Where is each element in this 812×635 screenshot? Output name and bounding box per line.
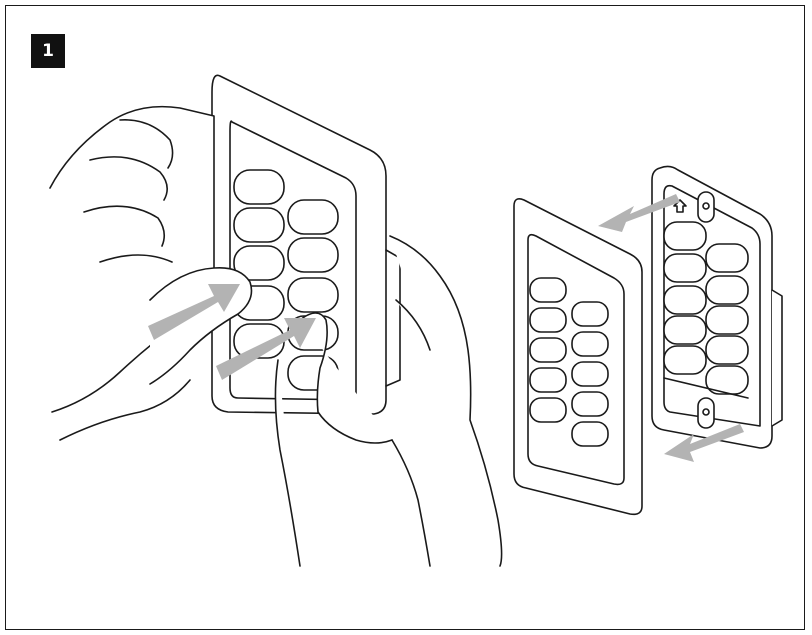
press-arrow-lower	[216, 318, 316, 380]
module-button	[663, 315, 707, 345]
keypad-module	[651, 165, 783, 449]
module-button	[663, 345, 707, 375]
cover-plate	[513, 198, 643, 516]
cover-opening	[529, 277, 567, 303]
left-hand	[49, 105, 253, 441]
module-button	[663, 285, 707, 315]
keypad-button	[233, 207, 285, 243]
cover-opening	[571, 421, 609, 447]
cover-opening	[529, 367, 567, 393]
module-button	[705, 243, 749, 273]
pull-arrow-upper	[598, 194, 680, 232]
module-button	[705, 365, 749, 395]
keypad-button	[287, 237, 339, 273]
module-button	[705, 275, 749, 305]
cover-opening	[571, 361, 609, 387]
press-arrow-upper	[148, 284, 240, 340]
right-hand	[274, 235, 503, 567]
cover-opening	[529, 397, 567, 423]
cover-opening	[529, 337, 567, 363]
keypad-button	[233, 245, 285, 281]
cover-opening	[529, 307, 567, 333]
cover-opening	[571, 331, 609, 357]
step-number-badge: 1	[31, 34, 65, 68]
module-button	[705, 335, 749, 365]
module-button	[705, 305, 749, 335]
module-button	[663, 221, 707, 251]
cover-opening	[571, 391, 609, 417]
keypad-button	[287, 277, 339, 313]
keypad-button	[233, 169, 285, 205]
pull-arrow-lower	[664, 424, 744, 462]
cover-opening	[571, 301, 609, 327]
keypad-button	[287, 199, 339, 235]
module-button	[663, 253, 707, 283]
